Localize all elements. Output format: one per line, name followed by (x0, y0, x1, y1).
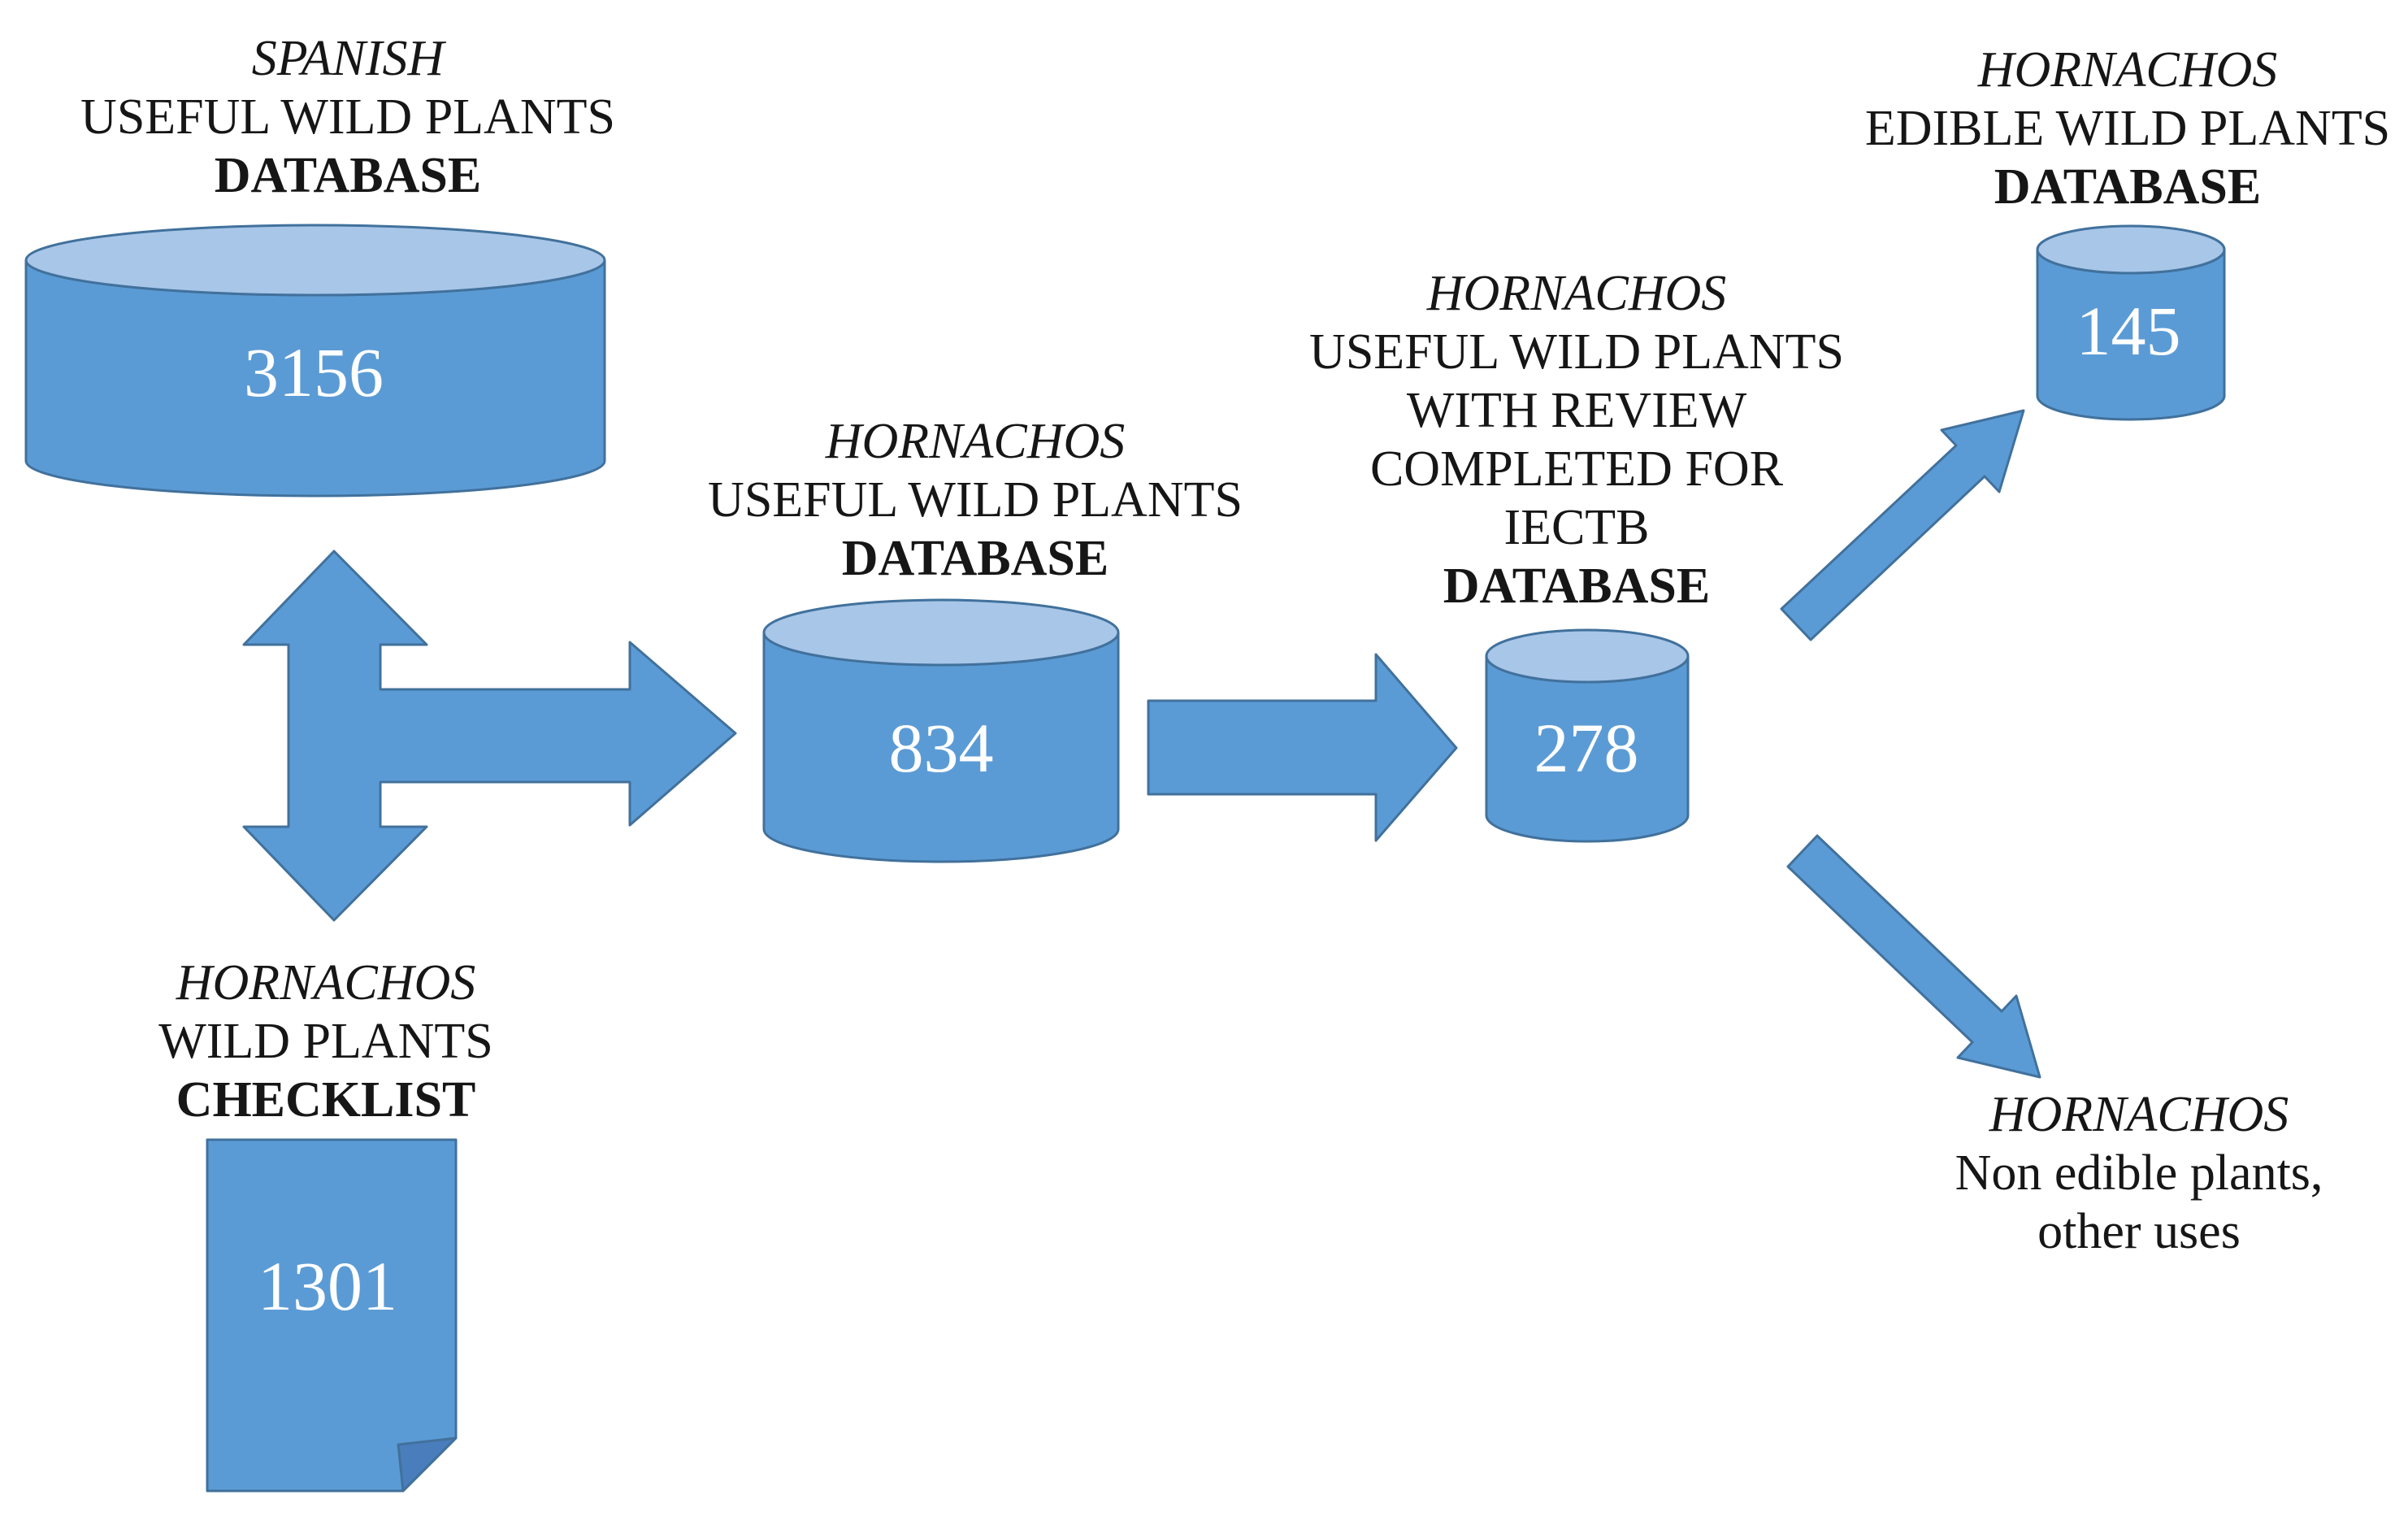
label-edible-db: HORNACHOS EDIBLE WILD PLANTS DATABASE (1865, 41, 2390, 216)
label-edible-db-line1: HORNACHOS (1977, 42, 2278, 98)
label-iectb-db-line1: HORNACHOS (1426, 266, 1727, 321)
label-non-edible-line2: Non edible plants, (1955, 1145, 2323, 1201)
label-hornachos-db-line3: DATABASE (841, 531, 1109, 586)
page-fold-corner (397, 1436, 458, 1493)
label-spanish-db-line1: SPANISH (251, 31, 445, 86)
value-hornachos-db: 834 (888, 709, 994, 787)
database-cylinder-145 (2036, 224, 2226, 421)
label-non-edible: HORNACHOS Non edible plants, other uses (1955, 1085, 2323, 1261)
flow-arrow-278-to-non-edible (1786, 834, 2041, 1079)
label-iectb-db: HORNACHOS USEFUL WILD PLANTS WITH REVIEW… (1309, 264, 1844, 615)
label-checklist: HORNACHOS WILD PLANTS CHECKLIST (158, 954, 493, 1129)
label-iectb-db-line3: WITH REVIEW (1406, 383, 1747, 438)
label-checklist-line1: HORNACHOS (176, 955, 476, 1010)
label-checklist-line2: WILD PLANTS (158, 1014, 493, 1069)
label-non-edible-line1: HORNACHOS (1989, 1087, 2289, 1142)
label-spanish-db-line3: DATABASE (214, 148, 482, 203)
checklist-page-1301 (206, 1138, 458, 1493)
label-non-edible-line3: other uses (2037, 1204, 2241, 1259)
label-spanish-db: SPANISH USEFUL WILD PLANTS DATABASE (80, 29, 615, 205)
label-iectb-db-line4: COMPLETED FOR (1369, 441, 1784, 497)
label-iectb-db-line2: USEFUL WILD PLANTS (1309, 324, 1844, 380)
value-checklist: 1301 (258, 1247, 397, 1325)
value-iectb-db: 278 (1534, 709, 1639, 787)
label-hornachos-db: HORNACHOS USEFUL WILD PLANTS DATABASE (708, 412, 1243, 588)
flow-arrow-278-to-145 (1780, 409, 2025, 641)
database-cylinder-834 (762, 598, 1120, 863)
label-hornachos-db-line1: HORNACHOS (825, 414, 1126, 469)
flow-arrow-834-to-278 (1147, 653, 1458, 842)
bidirectional-and-right-arrow (242, 550, 737, 922)
database-cylinder-278 (1485, 628, 1690, 843)
database-cylinder-3156 (24, 224, 606, 498)
value-spanish-db: 3156 (244, 333, 384, 411)
value-edible-db: 145 (2076, 292, 2181, 370)
label-checklist-line3: CHECKLIST (176, 1072, 476, 1128)
label-edible-db-line3: DATABASE (1994, 159, 2262, 215)
label-iectb-db-line5: IECTB (1503, 500, 1650, 555)
label-edible-db-line2: EDIBLE WILD PLANTS (1864, 101, 2391, 156)
label-spanish-db-line2: USEFUL WILD PLANTS (80, 89, 615, 145)
label-iectb-db-line6: DATABASE (1443, 558, 1711, 614)
label-hornachos-db-line2: USEFUL WILD PLANTS (708, 472, 1243, 528)
